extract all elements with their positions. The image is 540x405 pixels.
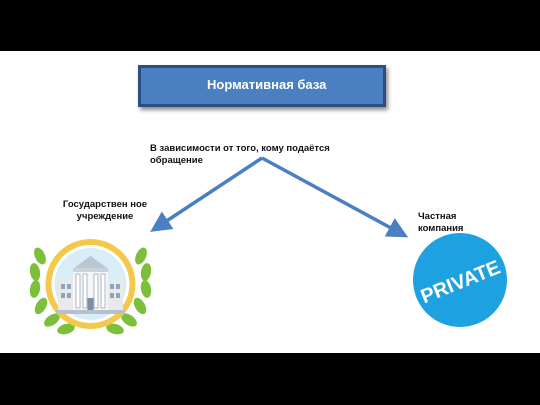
arrow-to-private — [261, 156, 409, 238]
arrow-to-government — [150, 156, 263, 232]
condition-text: В зависимости от того, кому подаётся обр… — [150, 143, 330, 166]
government-label: Государствен ное учреждение — [62, 199, 148, 222]
title-box: Нормативная база — [138, 65, 386, 107]
government-building-emblem-icon — [29, 239, 152, 335]
private-label: Частная компания — [418, 211, 464, 234]
title-text: Нормативная база — [207, 77, 327, 92]
slide: Нормативная база В зависимости от того, … — [0, 51, 540, 353]
private-company-badge-icon: PRIVATE — [413, 233, 507, 327]
branch-arrows — [150, 156, 409, 238]
